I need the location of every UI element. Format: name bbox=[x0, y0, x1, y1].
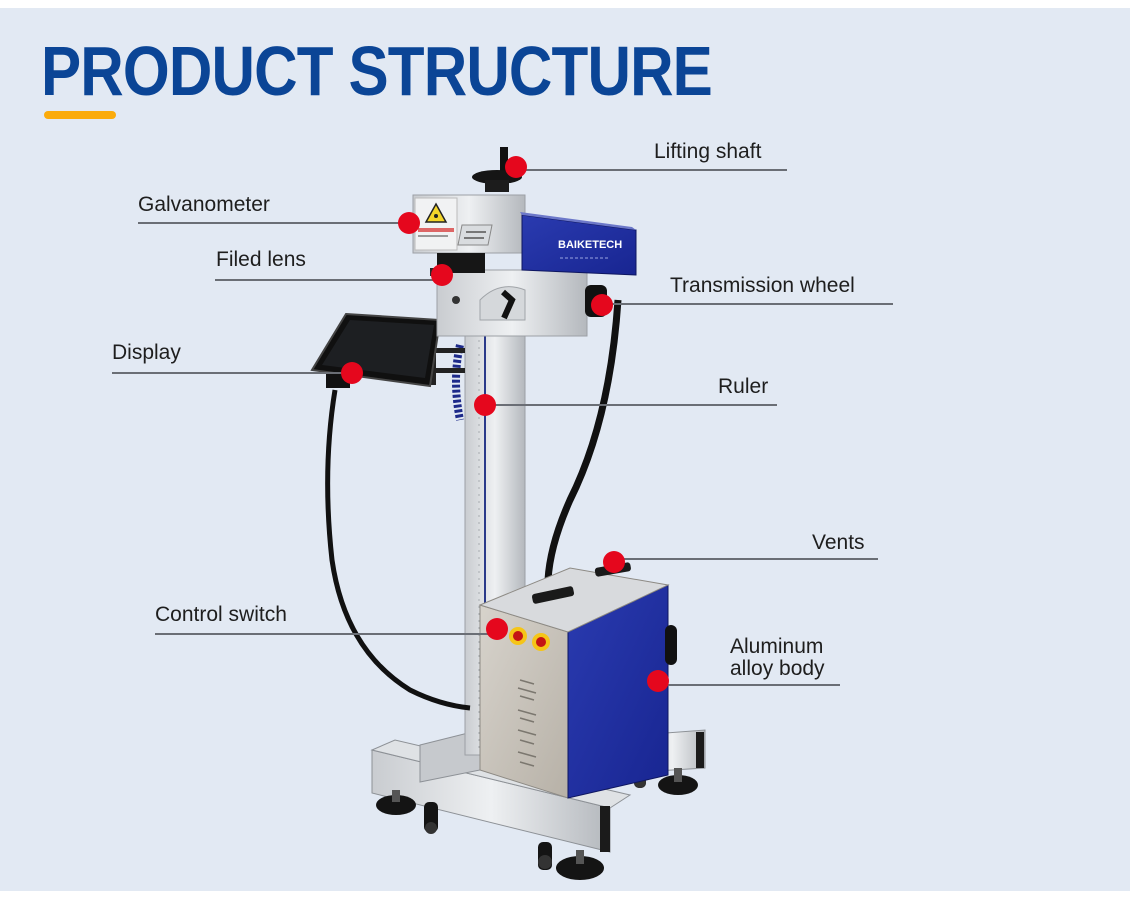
display-cable bbox=[325, 389, 471, 711]
fiber-cable bbox=[544, 299, 622, 581]
callout-label-aluminum-line1: Aluminum bbox=[730, 635, 824, 658]
callout-label-control-switch: Control switch bbox=[155, 603, 287, 626]
callout-dot-vents[interactable] bbox=[603, 551, 625, 573]
callout-label-lifting-shaft: Lifting shaft bbox=[654, 140, 762, 163]
feet-and-casters bbox=[376, 762, 698, 880]
leader-line-lifting-shaft bbox=[515, 169, 787, 171]
callout-label-ruler: Ruler bbox=[718, 375, 769, 398]
callout-dot-lifting-shaft[interactable] bbox=[505, 156, 527, 178]
callout-dot-transmission-wheel[interactable] bbox=[591, 294, 613, 316]
leader-line-filed-lens bbox=[215, 279, 440, 281]
brand-label: BAIKETECH bbox=[558, 239, 622, 251]
leader-line-aluminum-alloy-body bbox=[660, 684, 840, 686]
leader-line-transmission-wheel bbox=[605, 303, 893, 305]
callout-label-galvanometer: Galvanometer bbox=[138, 193, 270, 216]
callout-label-aluminum-line2: alloy body bbox=[730, 657, 825, 680]
leader-line-vents bbox=[620, 558, 878, 560]
callout-dot-control-switch[interactable] bbox=[486, 618, 508, 640]
leader-line-ruler bbox=[484, 404, 777, 406]
callout-label-display: Display bbox=[112, 341, 181, 364]
drag-chain bbox=[452, 344, 464, 421]
title-accent-bar bbox=[44, 111, 116, 119]
leader-line-display bbox=[112, 372, 352, 374]
callout-label-filed-lens: Filed lens bbox=[216, 248, 306, 271]
callout-label-vents: Vents bbox=[812, 531, 865, 554]
page-title: PRODUCT STRUCTURE bbox=[41, 32, 713, 110]
callout-dot-aluminum-alloy-body[interactable] bbox=[647, 670, 669, 692]
callout-label-aluminum-alloy-body: Aluminum alloy body bbox=[730, 636, 825, 680]
callout-dot-filed-lens[interactable] bbox=[431, 264, 453, 286]
callout-dot-galvanometer[interactable] bbox=[398, 212, 420, 234]
callout-dot-ruler[interactable] bbox=[474, 394, 496, 416]
callout-label-transmission-wheel: Transmission wheel bbox=[670, 274, 855, 297]
power-cabinet bbox=[478, 562, 677, 799]
callout-dot-display[interactable] bbox=[341, 362, 363, 384]
leader-line-control-switch bbox=[155, 633, 495, 635]
laser-head: BAIKETECH bbox=[412, 147, 637, 337]
leader-line-galvanometer bbox=[138, 222, 410, 224]
